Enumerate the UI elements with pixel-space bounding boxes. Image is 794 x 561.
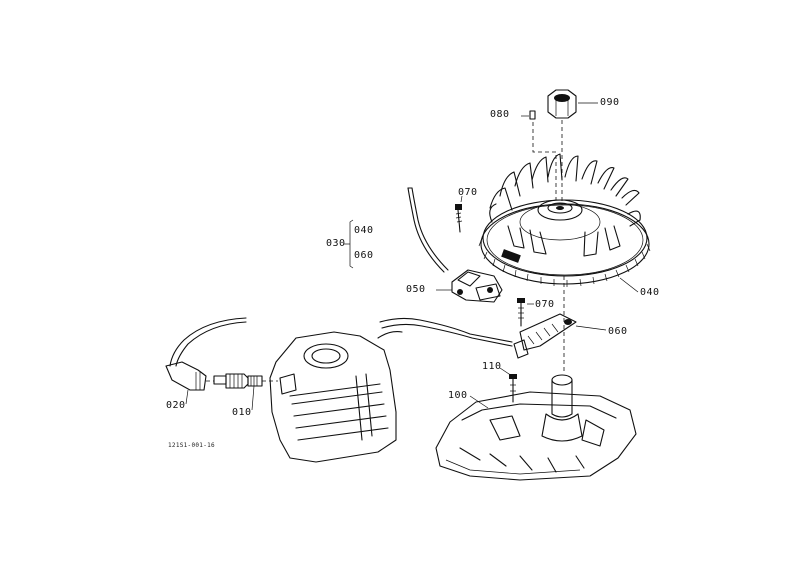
label-010: 010 [232, 407, 252, 418]
label-110: 110 [482, 361, 502, 372]
label-070-mid: 070 [535, 299, 555, 310]
ignition-coil [407, 187, 503, 303]
label-040-group: 040 [354, 225, 374, 236]
label-100: 100 [448, 390, 468, 401]
cooling-fins [489, 153, 641, 257]
label-080: 080 [490, 109, 510, 120]
label-040: 040 [640, 287, 660, 298]
leader-lines [185, 102, 639, 411]
figure-code: 121S1-001-16 [168, 442, 215, 449]
bolt-top [455, 204, 463, 233]
bolt-lower [509, 374, 517, 403]
crankcase [435, 374, 637, 481]
spark-plug [206, 373, 278, 389]
ring-gear-teeth [478, 237, 651, 287]
cylinder-head [269, 331, 397, 463]
flywheel-nut [547, 89, 577, 119]
pulser-coil [377, 313, 577, 359]
label-020: 020 [166, 400, 186, 411]
label-030: 030 [326, 238, 346, 249]
flywheel [478, 153, 651, 287]
label-060-group: 060 [354, 250, 374, 261]
key-washer [529, 110, 536, 120]
label-050: 050 [406, 284, 426, 295]
label-090: 090 [600, 97, 620, 108]
label-070-top: 070 [458, 187, 478, 198]
label-060: 060 [608, 326, 628, 337]
bolt-mid [517, 298, 525, 327]
plug-cap-and-lead [165, 317, 247, 391]
